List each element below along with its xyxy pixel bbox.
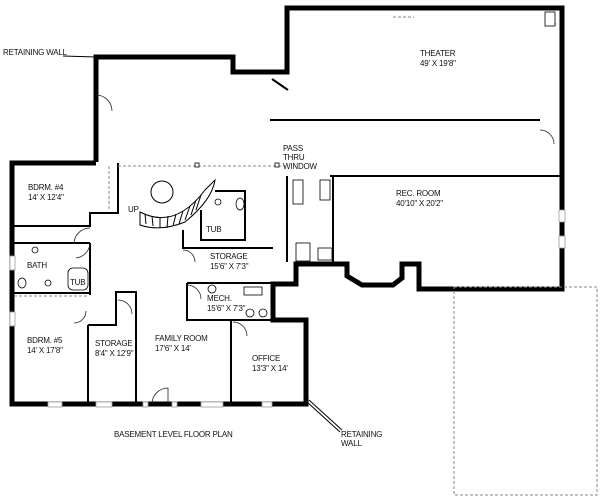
room-storage-name: STORAGE — [210, 252, 248, 261]
sink-fixture — [44, 279, 52, 287]
retaining-wall-leader — [306, 401, 341, 433]
wall-theater-east — [385, 5, 565, 162]
room-theater-size: 49' X 19'8" — [420, 59, 456, 68]
room-storage2-name: STORAGE — [95, 339, 133, 348]
door-office — [232, 321, 248, 337]
wall-core-south — [9, 160, 333, 407]
room-recroom-name: REC. ROOM — [396, 189, 441, 198]
wall-mech — [186, 283, 273, 321]
room-bdrm4-size: 14' X 12'4" — [28, 193, 64, 202]
door-storage-small — [117, 299, 133, 315]
room-bdrm5-size: 14' X 17'8" — [27, 346, 63, 355]
door-storage — [182, 249, 196, 263]
range-fixture — [317, 247, 333, 261]
wall-theater-corner — [271, 78, 289, 91]
wall-recroom-east — [333, 162, 565, 292]
fixtures — [17, 11, 556, 318]
door-family-exterior — [151, 387, 169, 405]
door-theater-east — [539, 129, 555, 145]
tank-fixture — [245, 308, 255, 318]
room-bath-name: BATH — [27, 261, 47, 270]
pass-thru-label-2: THRU — [283, 153, 305, 162]
windows — [9, 209, 566, 408]
plan-title: BASEMENT LEVEL FLOOR PLAN — [114, 430, 233, 439]
room-bdrm5-name: BDRM. #5 — [27, 336, 63, 345]
door-mech — [186, 284, 202, 300]
counter-fixture — [319, 179, 331, 201]
room-family-size: 17'6" X 14' — [155, 344, 191, 353]
room-bdrm4-name: BDRM. #4 — [28, 183, 64, 192]
room-office-size: 13'3" X 14' — [252, 364, 288, 373]
wall-bdrm4 — [12, 163, 119, 227]
pass-thru-label-1: PASS — [283, 144, 303, 153]
room-storage-size: 15'6" X 7'3" — [210, 262, 249, 271]
retaining-wall-label-bottom-1: RETAINING — [341, 430, 382, 439]
tank-fixture — [207, 284, 217, 294]
stairs-up-label: UP — [128, 205, 139, 214]
doors — [73, 13, 557, 405]
wall-storage-north — [182, 230, 273, 249]
post — [274, 162, 280, 168]
door-bath — [75, 243, 91, 259]
interior-walls — [12, 78, 562, 404]
room-tub-label: TUB — [70, 278, 85, 287]
room-office-name: OFFICE — [252, 354, 280, 363]
retaining-wall-leader — [62, 55, 97, 58]
appliance-fixture — [295, 242, 311, 262]
counter-fixture — [292, 179, 304, 205]
room-tub2-label: TUB — [206, 225, 221, 234]
toilet-fixture — [235, 197, 245, 211]
closet-shelf — [544, 11, 556, 27]
sink-fixture — [31, 246, 39, 254]
patio-outline — [453, 286, 598, 496]
room-mech-name: MECH. — [207, 294, 232, 303]
room-storage2-size: 8'4" X 12'9" — [95, 349, 134, 358]
room-family-name: FAMILY ROOM — [155, 334, 208, 343]
tank-fixture — [258, 308, 268, 318]
room-theater-name: THEATER — [420, 49, 456, 58]
pass-thru-label-3: WINDOW — [283, 162, 318, 171]
sink-fixture — [214, 198, 222, 206]
tub-fixture — [67, 267, 89, 291]
fireplace-circle — [150, 180, 174, 204]
wall-storage-small — [88, 291, 137, 404]
furnace-fixture — [243, 286, 263, 296]
door-bdrm4 — [73, 227, 91, 245]
post — [194, 162, 200, 168]
spiral-stairs — [139, 178, 216, 229]
room-recroom-size: 40'10" X 20'2" — [396, 199, 443, 208]
room-mech-size: 15'6" X 7'3" — [207, 304, 246, 313]
retaining-wall-label-bottom-2: WALL — [341, 439, 362, 448]
wall-theater-west — [93, 5, 385, 162]
wall-bath2 — [200, 190, 246, 241]
retaining-wall-label: RETAINING WALL — [3, 48, 68, 57]
exterior-walls — [9, 5, 565, 407]
door-bdrm5 — [73, 310, 87, 324]
door-theater-west — [95, 94, 113, 112]
toilet-fixture — [17, 277, 27, 289]
